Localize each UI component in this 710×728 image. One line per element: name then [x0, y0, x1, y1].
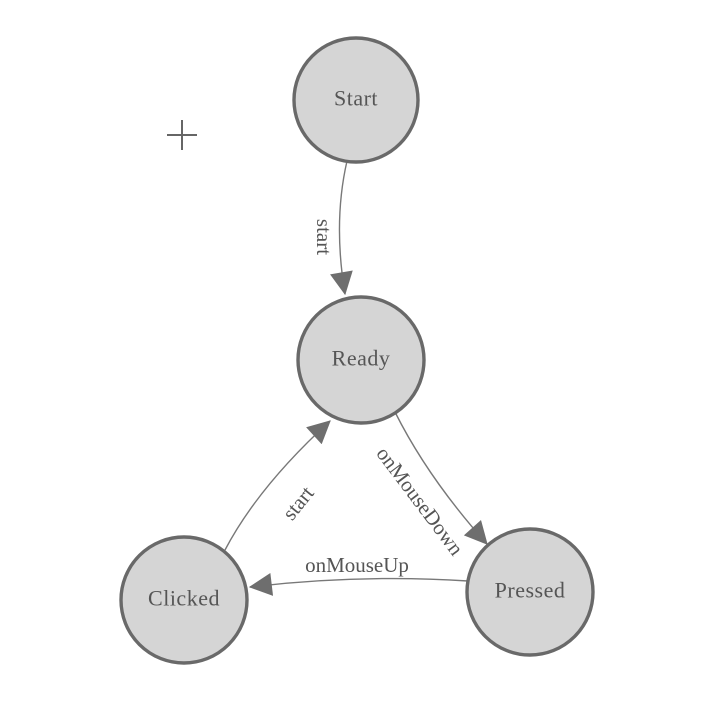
- edge-path-clicked-to-ready[interactable]: [224, 420, 331, 551]
- edge-label-onmousedown: onMouseDown: [371, 442, 468, 560]
- state-node-ready[interactable]: Ready: [296, 295, 426, 425]
- plus-crosshair-icon: [167, 120, 197, 150]
- edge-path-ready-to-pressed[interactable]: [394, 411, 488, 545]
- edge-label-onmouseup: onMouseUp: [305, 553, 409, 577]
- edge-path-pressed-to-clicked[interactable]: [248, 573, 469, 596]
- edge-label-start2: start: [277, 481, 319, 524]
- state-node-pressed[interactable]: Pressed: [465, 527, 595, 657]
- state-node-clicked[interactable]: Clicked: [119, 535, 249, 665]
- state-circle-pressed[interactable]: [465, 527, 595, 657]
- transition-ready-to-pressed: onMouseDown: [371, 411, 488, 560]
- state-node-start[interactable]: Start: [292, 36, 420, 164]
- transition-start-to-ready: start: [312, 160, 353, 296]
- transition-clicked-to-ready: start: [224, 420, 331, 551]
- edge-label-start: start: [312, 219, 336, 255]
- transition-pressed-to-clicked: onMouseUp: [248, 553, 469, 596]
- edge-path-start-to-ready[interactable]: [330, 160, 353, 296]
- state-circle-start[interactable]: [292, 36, 420, 164]
- state-circle-ready[interactable]: [296, 295, 426, 425]
- state-circle-clicked[interactable]: [119, 535, 249, 665]
